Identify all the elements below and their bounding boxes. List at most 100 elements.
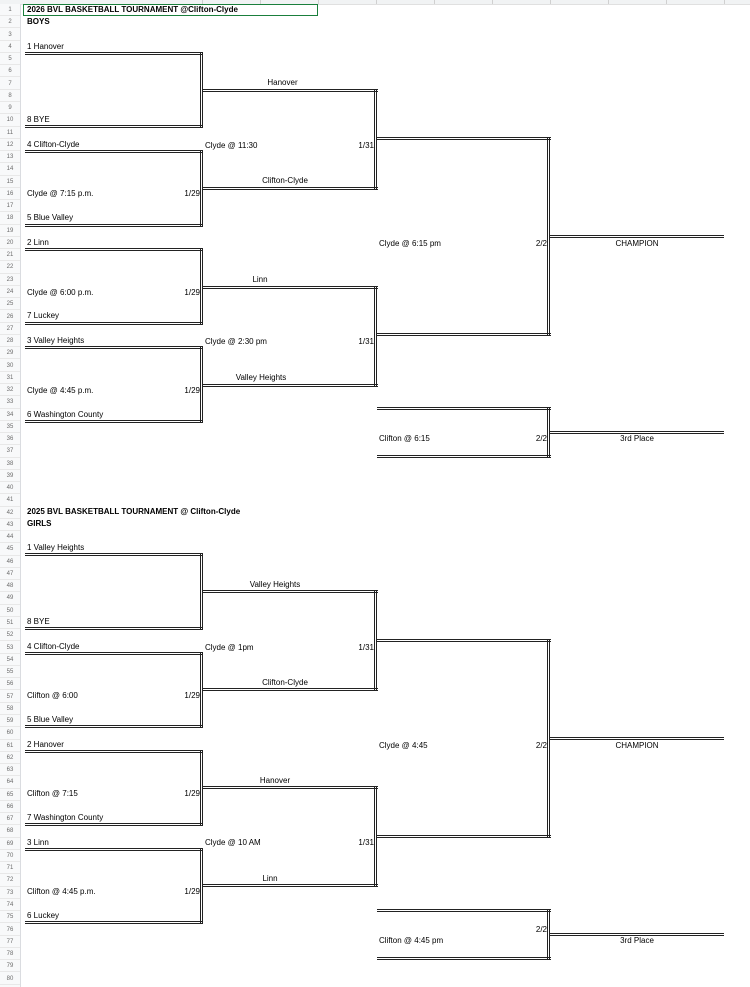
girls-date-2v7[interactable]: 1/29 [184,789,200,798]
boys-r2-winner-a[interactable]: Hanover [267,78,298,87]
row-number[interactable]: 37 [0,445,20,458]
row-number[interactable]: 70 [0,850,20,863]
row-number[interactable]: 12 [0,139,20,152]
girls-third-date[interactable]: 2/2 [535,925,547,934]
girls-date-4v5[interactable]: 1/29 [184,691,200,700]
boys-r2-date-a[interactable]: 1/31 [358,141,374,150]
boys-r2-game-a[interactable]: Clyde @ 11:30 [205,141,258,150]
row-number[interactable]: 9 [0,102,20,115]
row-number[interactable]: 68 [0,825,20,838]
girls-r2-winner-b[interactable]: Clifton-Clyde [262,678,308,687]
row-number[interactable]: 25 [0,298,20,311]
row-number[interactable]: 71 [0,862,20,875]
girls-r2-winner-c[interactable]: Hanover [259,776,291,785]
row-number[interactable]: 26 [0,311,20,323]
row-number[interactable]: 33 [0,396,20,409]
row-number[interactable]: 62 [0,752,20,765]
boys-seed-7[interactable]: 7 Luckey [27,311,60,320]
boys-game-3v6[interactable]: Clyde @ 4:45 p.m. [27,386,94,395]
row-number[interactable]: 60 [0,727,20,740]
boys-final-game[interactable]: Clyde @ 6:15 pm [379,239,441,248]
girls-r2-date-a[interactable]: 1/31 [358,643,374,652]
boys-r2-game-c[interactable]: Clyde @ 2:30 pm [205,337,267,346]
boys-r2-winner-c[interactable]: Linn [252,275,268,284]
boys-seed-2[interactable]: 2 Linn [27,238,49,247]
boys-seed-5[interactable]: 5 Blue Valley [27,213,74,222]
row-number[interactable]: 45 [0,543,20,556]
row-number[interactable]: 64 [0,776,20,789]
row-number[interactable]: 43 [0,519,20,532]
boys-seed-6[interactable]: 6 Washington County [27,410,104,419]
girls-date-3v6[interactable]: 1/29 [184,887,200,896]
row-number[interactable]: 1 [0,4,20,17]
row-number[interactable]: 79 [0,960,20,973]
boys-date-2v7[interactable]: 1/29 [184,288,200,297]
row-number[interactable]: 78 [0,948,20,961]
row-number[interactable]: 50 [0,605,20,617]
row-number[interactable]: 55 [0,666,20,679]
row-number[interactable]: 24 [0,286,20,299]
row-number[interactable]: 11 [0,127,20,139]
boys-final-date[interactable]: 2/2 [535,239,547,248]
row-number[interactable]: 20 [0,237,20,250]
boys-title[interactable]: 2026 BVL BASKETBALL TOURNAMENT @Clifton-… [27,5,238,14]
girls-third-game[interactable]: Clifton @ 4:45 pm [379,936,444,945]
row-number[interactable]: 31 [0,372,20,384]
row-number[interactable]: 17 [0,200,20,213]
row-number[interactable]: 57 [0,691,20,703]
girls-title[interactable]: 2025 BVL BASKETBALL TOURNAMENT @ Clifton… [27,507,241,516]
row-number[interactable]: 40 [0,482,20,495]
row-number[interactable]: 32 [0,384,20,397]
row-number[interactable]: 27 [0,323,20,335]
row-number[interactable]: 21 [0,249,20,262]
boys-seed-4[interactable]: 4 Clifton-Clyde [27,140,80,149]
row-number[interactable]: 35 [0,421,20,434]
row-number[interactable]: 16 [0,188,20,201]
row-number[interactable]: 34 [0,409,20,421]
girls-r2-game-a[interactable]: Clyde @ 1pm [205,643,254,652]
row-number[interactable]: 15 [0,176,20,188]
row-number[interactable]: 38 [0,458,20,470]
row-number[interactable]: 14 [0,163,20,176]
boys-champion[interactable]: CHAMPION [615,239,659,248]
row-number[interactable]: 47 [0,568,20,581]
girls-seed-5[interactable]: 5 Blue Valley [27,715,74,724]
row-number[interactable]: 75 [0,911,20,924]
row-number[interactable]: 36 [0,433,20,446]
girls-seed-1[interactable]: 1 Valley Heights [27,543,85,552]
row-number[interactable]: 6 [0,65,20,78]
row-number[interactable]: 28 [0,335,20,348]
row-number[interactable]: 74 [0,899,20,912]
row-number[interactable]: 2 [0,16,20,29]
row-number[interactable]: 44 [0,531,20,544]
girls-seed-4[interactable]: 4 Clifton-Clyde [27,642,80,651]
girls-seed-2[interactable]: 2 Hanover [27,740,64,749]
row-number[interactable]: 23 [0,274,20,286]
row-number[interactable]: 41 [0,494,20,507]
row-number[interactable]: 4 [0,41,20,53]
row-number[interactable]: 59 [0,715,20,728]
row-number[interactable]: 80 [0,973,20,985]
row-number[interactable]: 67 [0,813,20,826]
boys-third-game[interactable]: Clifton @ 6:15 [379,434,430,443]
row-number[interactable]: 5 [0,53,20,66]
boys-seed-1[interactable]: 1 Hanover [27,42,64,51]
boys-date-3v6[interactable]: 1/29 [184,386,200,395]
boys-seed-3[interactable]: 3 Valley Heights [27,336,85,345]
boys-r2-winner-b[interactable]: Clifton-Clyde [262,176,308,185]
girls-seed-3[interactable]: 3 Linn [27,838,49,847]
row-number[interactable]: 46 [0,556,20,568]
girls-final-date[interactable]: 2/2 [535,741,547,750]
row-number[interactable]: 63 [0,764,20,777]
girls-subtitle[interactable]: GIRLS [27,519,52,528]
girls-game-4v5[interactable]: Clifton @ 6:00 [27,691,78,700]
girls-final-game[interactable]: Clyde @ 4:45 [379,741,428,750]
row-number[interactable]: 66 [0,801,20,814]
boys-third-place[interactable]: 3rd Place [620,434,654,443]
girls-seed-6[interactable]: 6 Luckey [27,911,60,920]
row-number[interactable]: 30 [0,360,20,372]
row-number[interactable]: 8 [0,90,20,102]
row-number[interactable]: 76 [0,924,20,936]
row-number[interactable]: 3 [0,29,20,41]
girls-game-3v6[interactable]: Clifton @ 4:45 p.m. [27,887,96,896]
